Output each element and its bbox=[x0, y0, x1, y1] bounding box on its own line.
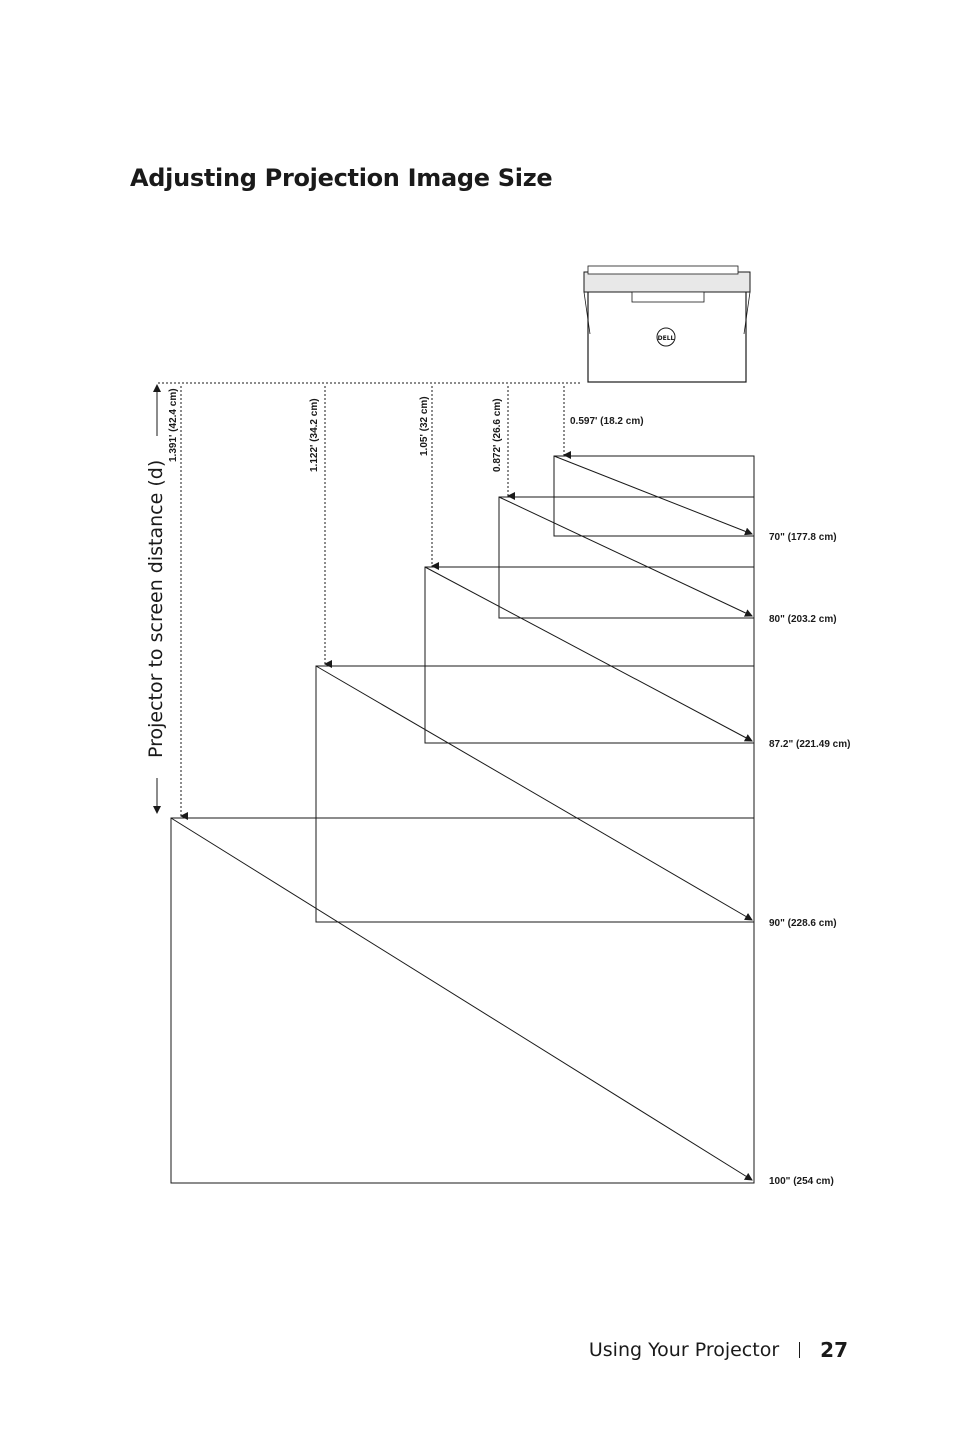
size-label-100: 100" (254 cm) bbox=[769, 1176, 834, 1187]
size-label-87: 87.2" (221.49 cm) bbox=[769, 739, 850, 750]
screen-80 bbox=[498, 496, 755, 619]
screen-87 bbox=[424, 566, 755, 744]
page-title: Adjusting Projection Image Size bbox=[130, 164, 553, 192]
size-label-90: 90" (228.6 cm) bbox=[769, 918, 837, 929]
distance-label-1391: 1.391' (42.4 cm) bbox=[168, 388, 179, 462]
footer-divider bbox=[799, 1342, 801, 1358]
projector-illustration: DELL bbox=[583, 265, 751, 383]
page-number: 27 bbox=[820, 1338, 848, 1362]
footer-section-title: Using Your Projector bbox=[588, 1339, 780, 1361]
size-label-80: 80" (203.2 cm) bbox=[769, 614, 837, 625]
dell-logo: DELL bbox=[656, 327, 676, 347]
size-label-70: 70" (177.8 cm) bbox=[769, 532, 837, 543]
axis-label: Projector to screen distance (d) bbox=[145, 460, 167, 758]
distance-label-1122: 1.122' (34.2 cm) bbox=[309, 398, 320, 472]
screen-100 bbox=[170, 817, 755, 1184]
distance-label-105: 1.05' (32 cm) bbox=[419, 396, 430, 456]
screen-90 bbox=[315, 665, 755, 923]
distance-label-0597: 0.597' (18.2 cm) bbox=[570, 416, 644, 427]
screen-70 bbox=[553, 455, 755, 537]
distance-axis: Projector to screen distance (d) bbox=[145, 384, 167, 814]
svg-text:DELL: DELL bbox=[658, 335, 675, 342]
page-footer: Using Your Projector 27 bbox=[589, 1338, 848, 1362]
distance-label-0872: 0.872' (26.6 cm) bbox=[492, 398, 503, 472]
